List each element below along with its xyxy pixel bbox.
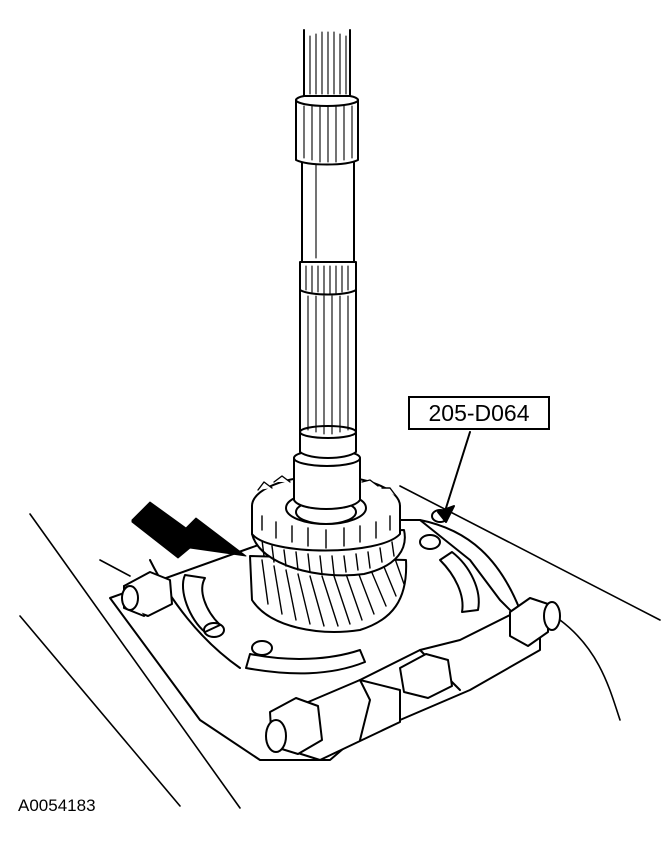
left-bolt	[121, 571, 173, 617]
plate-slot-front	[245, 649, 366, 675]
plate-slot-left	[181, 574, 221, 633]
shaft-splines-band	[305, 265, 349, 295]
tool-leader	[437, 431, 471, 523]
shaft-splines-lower	[307, 295, 349, 435]
puller-plate	[109, 509, 521, 761]
tool-number-label: 205-D064	[408, 396, 550, 430]
plate-slot-right	[439, 551, 480, 613]
shaft-splines-tip	[309, 31, 347, 95]
front-cross-bar	[265, 679, 401, 761]
gear-teeth-middle	[261, 539, 395, 575]
indicator-arrow	[131, 501, 247, 559]
plate-hole-2	[251, 640, 273, 656]
gear-teeth-lower	[261, 555, 405, 627]
figure-id: A0054183	[18, 796, 96, 815]
plate-hole-3	[419, 534, 441, 550]
shaft-splines-upper	[303, 105, 353, 163]
plate-hole-1	[203, 622, 225, 638]
output-shaft	[293, 29, 361, 510]
